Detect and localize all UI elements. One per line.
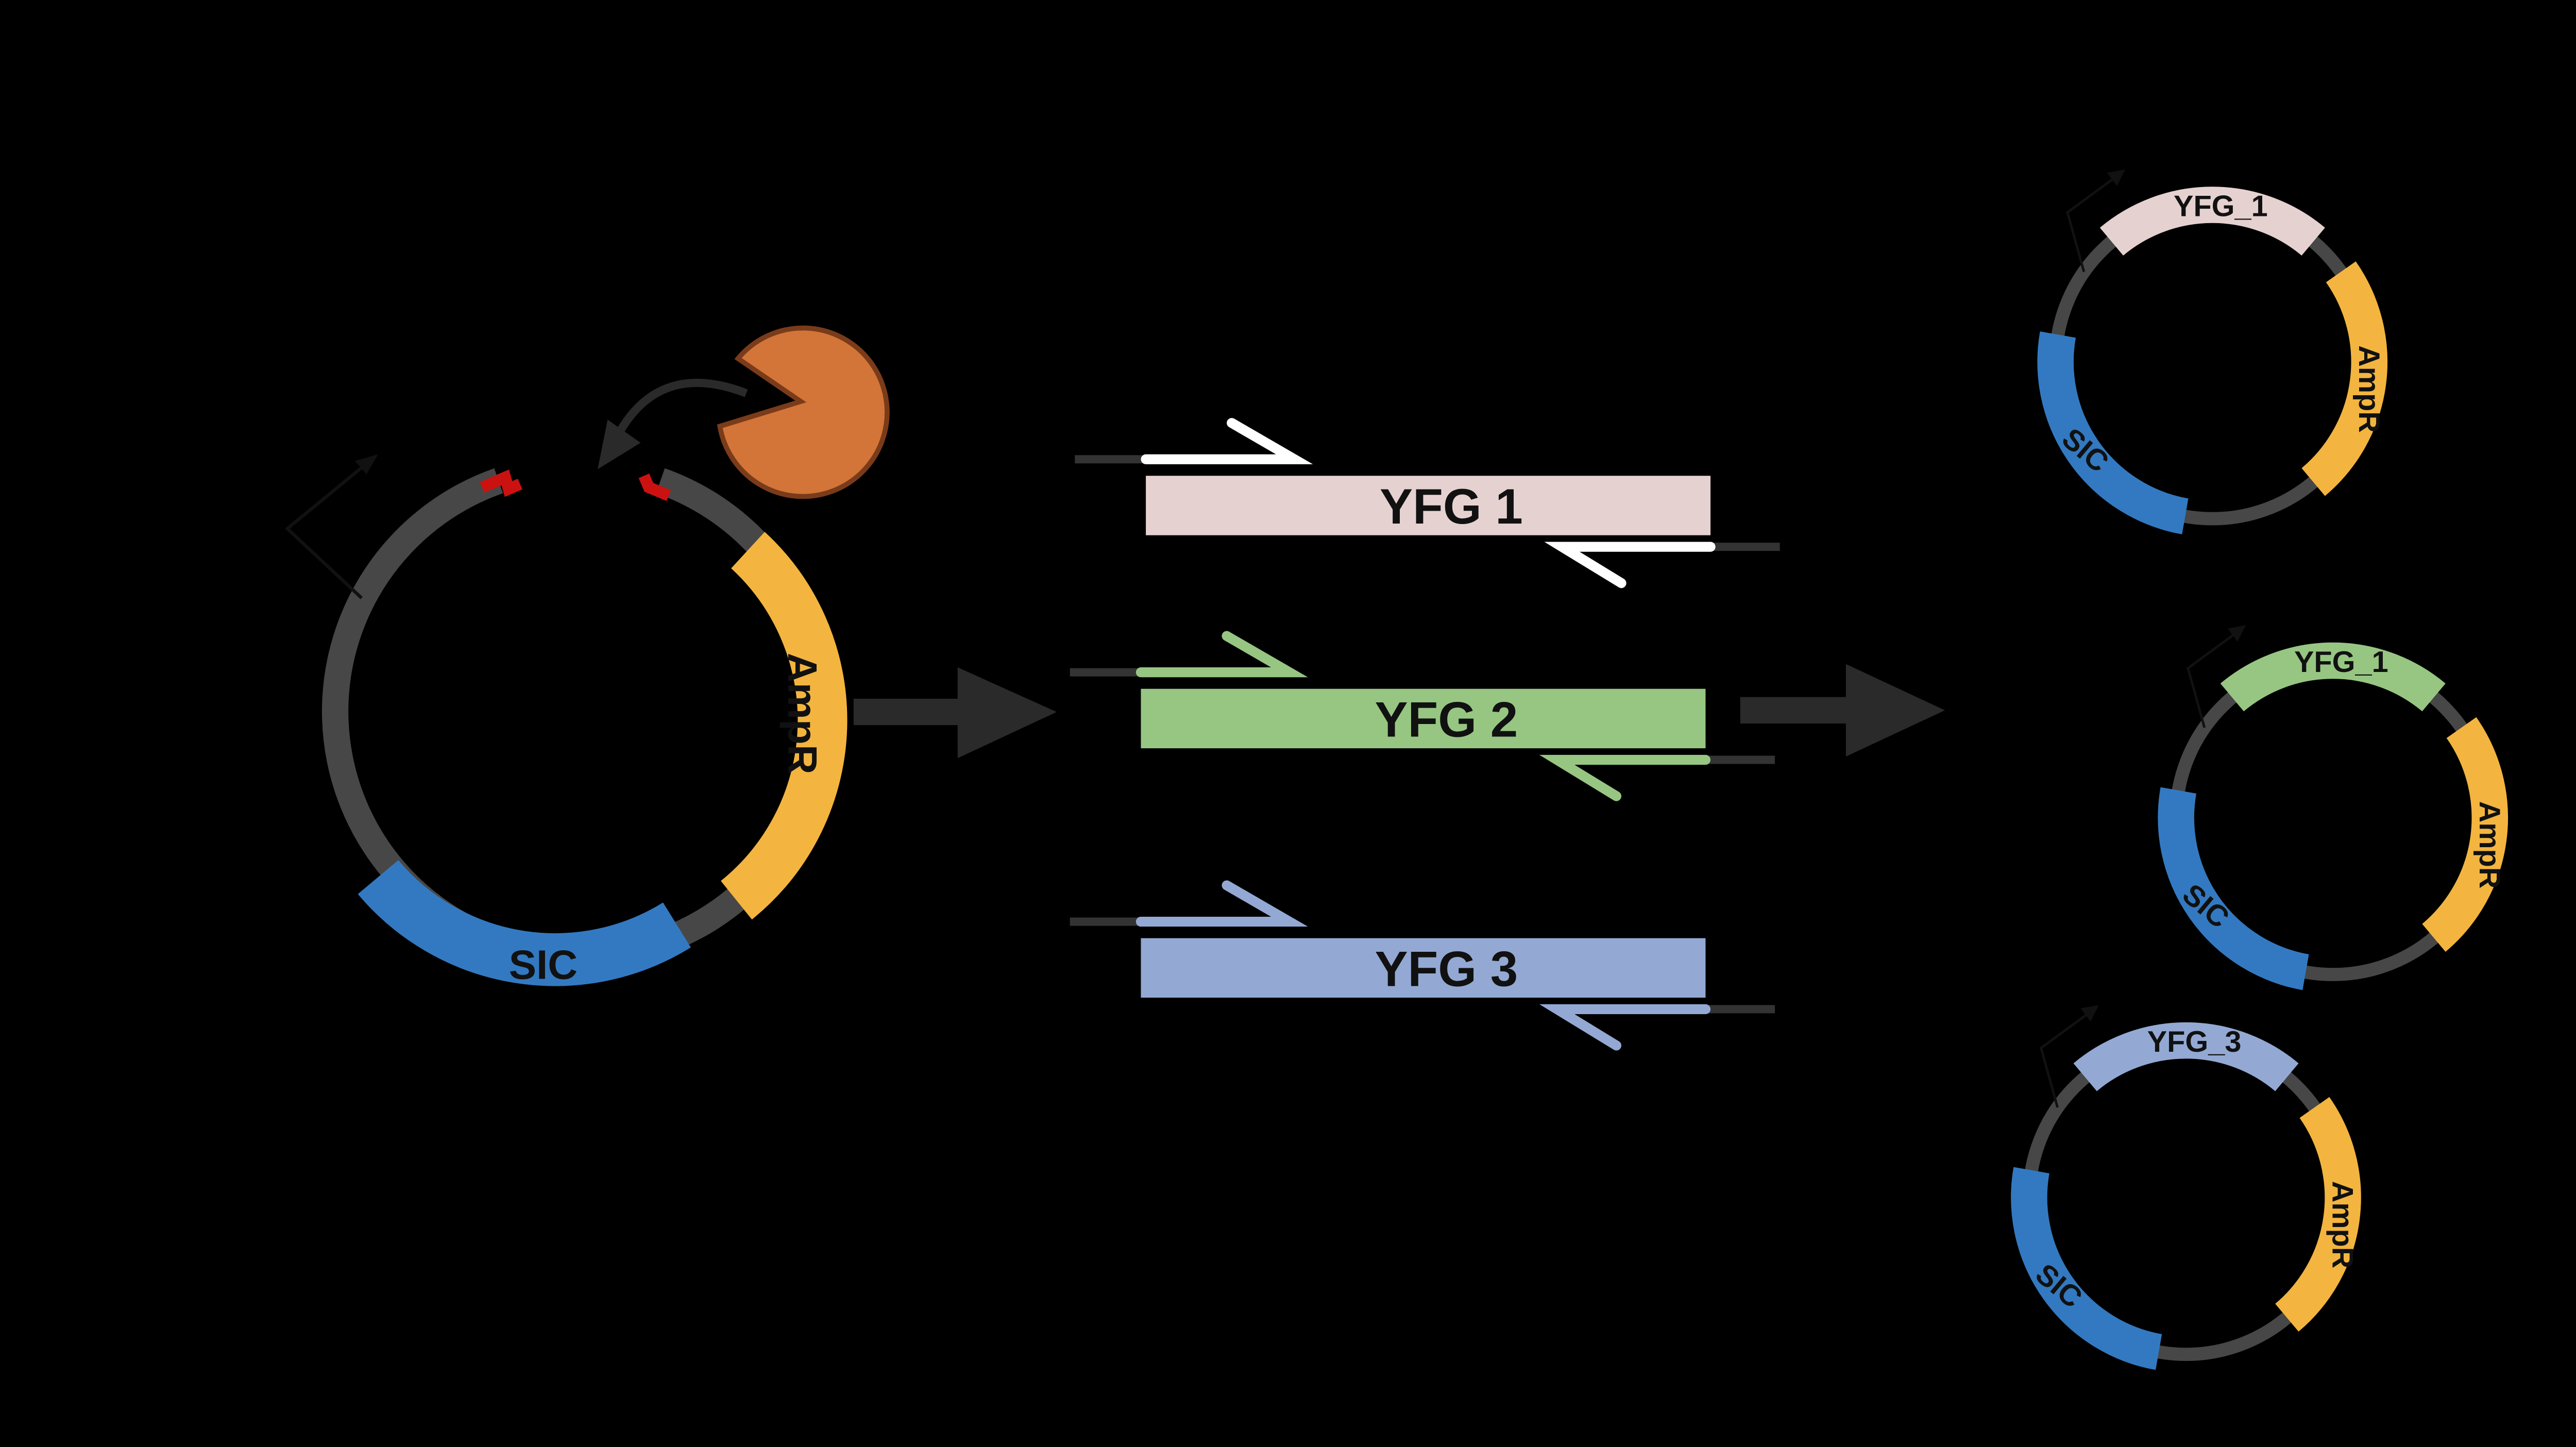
plasmid-ampr-label: AmpR xyxy=(2473,801,2506,889)
amplicon-3: YFG 3 xyxy=(1070,880,1775,1051)
amplicon-2: YFG 2 xyxy=(1070,631,1775,801)
promoter-arrow-icon xyxy=(2187,631,2239,728)
promoter-arrowhead-icon xyxy=(2227,625,2246,642)
enzyme-icon xyxy=(717,325,890,499)
vector-sic-segment xyxy=(358,860,691,986)
promoter-arrowhead-icon xyxy=(2080,1005,2099,1022)
forward-primer-arrow xyxy=(1136,631,1308,678)
restriction-site-left xyxy=(480,469,522,497)
promoter-arrow-icon xyxy=(2066,175,2118,273)
reverse-primer-arrow xyxy=(1544,542,1716,588)
plasmid-ampr-segment xyxy=(2422,717,2509,952)
pcr-amplicons: YFG 1 YFG 2 YFG 3 xyxy=(1070,418,1780,1051)
gene-bar xyxy=(1146,476,1711,535)
plasmid-ampr-label: AmpR xyxy=(2352,345,2385,433)
plasmid-ampr-label: AmpR xyxy=(2326,1181,2359,1269)
plasmid-ampr-segment xyxy=(2301,261,2388,496)
reverse-primer-arrow xyxy=(1539,754,1711,801)
gene-label: YFG 1 xyxy=(1380,479,1523,534)
cut-arrow xyxy=(615,379,748,435)
vector-resistance-label: AmpR xyxy=(779,653,826,775)
plasmid-sic-segment xyxy=(2158,787,2309,990)
plasmid-gene-label: YFG_3 xyxy=(2147,1025,2242,1058)
amplicon-1: YFG 1 xyxy=(1075,418,1780,588)
restriction-enzyme xyxy=(598,325,890,499)
promoter-arrow-icon xyxy=(284,459,371,599)
restriction-site-right xyxy=(638,473,671,501)
plasmid-sic-segment xyxy=(2011,1167,2162,1370)
vector-marker-label: SIC xyxy=(509,941,578,987)
vector-ampr-segment xyxy=(720,532,848,920)
flow-arrow-1 xyxy=(853,667,1057,759)
plasmid-sic-segment xyxy=(2037,331,2189,534)
plasmid-gene-segment xyxy=(2099,187,2325,256)
promoter-arrow-icon xyxy=(2039,1011,2092,1108)
forward-primer-arrow xyxy=(1136,880,1308,927)
gene-bar xyxy=(1141,688,1706,749)
promoter-arrowhead-icon xyxy=(2107,169,2126,186)
plasmid-gene-label: YFG_1 xyxy=(2174,190,2268,223)
plasmid-gene-segment xyxy=(2220,642,2446,712)
gene-label: YFG 3 xyxy=(1375,941,1518,997)
forward-primer-arrow xyxy=(1141,418,1313,464)
plasmid-gene-label: YFG_1 xyxy=(2294,646,2388,679)
promoter-arrowhead-icon xyxy=(355,454,378,475)
linearized-vector: AmpR SIC xyxy=(284,454,848,987)
reverse-primer-arrow xyxy=(1539,1004,1711,1051)
plasmid-gene-segment xyxy=(2073,1022,2299,1091)
gene-bar xyxy=(1141,938,1706,998)
cut-arrowhead-icon xyxy=(598,419,641,469)
gene-label: YFG 2 xyxy=(1375,692,1518,747)
flow-arrow-2 xyxy=(1740,664,1945,757)
plasmid-ampr-segment xyxy=(2275,1097,2361,1332)
